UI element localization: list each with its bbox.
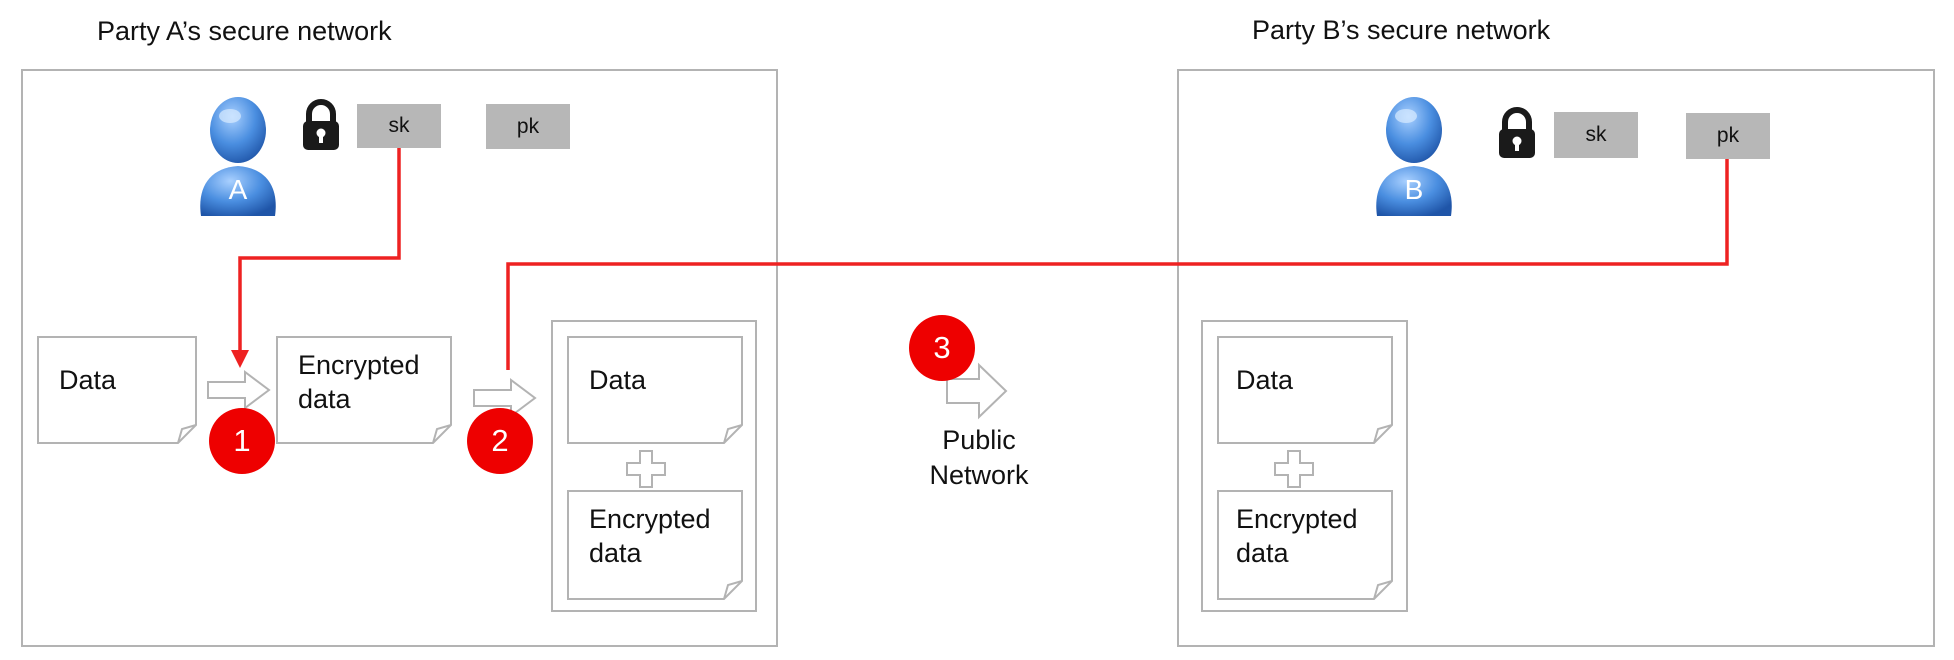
party-b-data-document-icon: [1217, 336, 1393, 444]
lock-b-icon: [1499, 107, 1535, 158]
bundle-encrypted-document-icon: [567, 490, 743, 600]
step-3-badge: 3: [909, 315, 975, 381]
party-b-encrypted-document-icon: [1217, 490, 1393, 600]
user-a-letter: A: [229, 174, 248, 205]
bundle-data-label: Data: [589, 365, 647, 395]
bundle-data-document-icon: [567, 336, 743, 444]
party-a-pk-key: pk: [486, 104, 570, 149]
connector-arrowhead-icon: [231, 350, 249, 368]
plus-icon: [1274, 450, 1314, 488]
sk-to-encrypt-connector: [238, 148, 401, 356]
lock-a-icon: [303, 99, 339, 150]
encrypted-document-label: Encrypted data: [298, 350, 420, 414]
party-a-title: Party A’s secure network: [97, 16, 392, 46]
bundle-encrypted-label: Encrypted data: [589, 504, 711, 568]
step-1-badge: 1: [209, 408, 275, 474]
data-document-label: Data: [59, 365, 117, 395]
party-b-encrypted-label: Encrypted data: [1236, 504, 1358, 568]
user-b-icon: B: [1376, 97, 1452, 216]
public-network-label: Public Network: [929, 425, 1029, 490]
user-a-icon: A: [200, 97, 276, 216]
public-network-arrow-icon: [946, 362, 1008, 420]
party-b-pk-key: pk: [1686, 113, 1770, 159]
arrow-right-icon: [207, 370, 271, 410]
party-a-sk-key: sk: [357, 104, 441, 148]
party-b-data-label: Data: [1236, 365, 1294, 395]
party-b-sk-key: sk: [1554, 112, 1638, 158]
data-document-icon: [37, 336, 197, 444]
party-b-title: Party B’s secure network: [1252, 15, 1551, 45]
user-b-letter: B: [1405, 174, 1424, 205]
encrypted-document-icon: [276, 336, 452, 444]
pk-to-bundle-connector: [506, 159, 1729, 370]
step-2-badge: 2: [467, 408, 533, 474]
arrow-right-icon: [473, 378, 537, 418]
plus-icon: [626, 450, 666, 488]
